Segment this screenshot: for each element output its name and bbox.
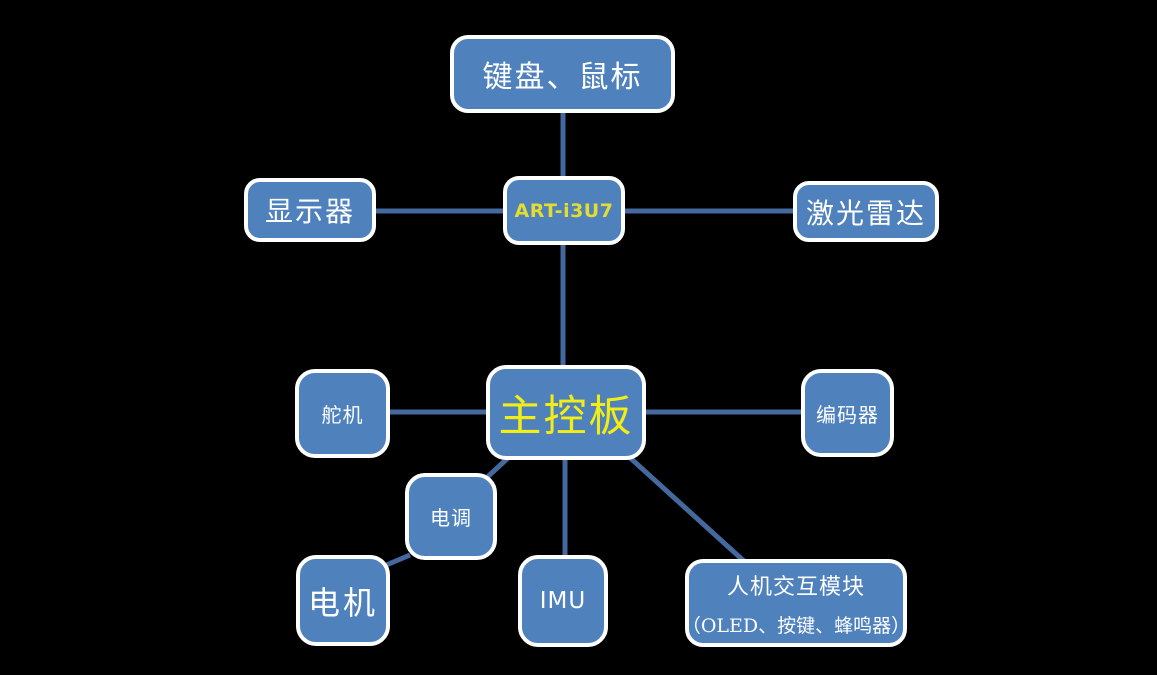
connector-mainboard-hmi [625,453,747,564]
node-keyboard-mouse: 键盘、鼠标 [450,35,675,113]
node-keyboard-mouse-label: 键盘、鼠标 [482,60,643,95]
node-motor-label: 电机 [307,583,378,622]
node-lidar-label: 激光雷达 [805,196,926,230]
node-esc-label: 电调 [430,506,472,530]
node-main-board: 主控板 [486,365,646,460]
node-imu-label: IMU [539,588,587,614]
node-art-i3u7: ART-i3U7 [503,176,625,245]
node-hmi-label-line1: 人机交互模块 [726,574,865,600]
node-motor: 电机 [296,555,390,646]
node-servo-label: 舵机 [321,403,364,427]
node-display: 显示器 [244,178,376,242]
node-encoder: 编码器 [801,369,894,457]
node-servo: 舵机 [295,369,390,458]
node-hmi-label-line2: （OLED、按键、蜂鸣器） [681,614,911,637]
node-imu: IMU [518,555,608,647]
node-lidar: 激光雷达 [793,181,939,242]
node-hmi: 人机交互模块 （OLED、按键、蜂鸣器） [681,559,911,647]
node-display-label: 显示器 [264,195,355,228]
node-main-board-label: 主控板 [498,391,634,442]
node-encoder-label: 编码器 [816,402,879,427]
node-esc: 电调 [405,473,497,560]
connector-esc-motor [383,552,411,569]
node-art-i3u7-label: ART-i3U7 [514,199,614,222]
